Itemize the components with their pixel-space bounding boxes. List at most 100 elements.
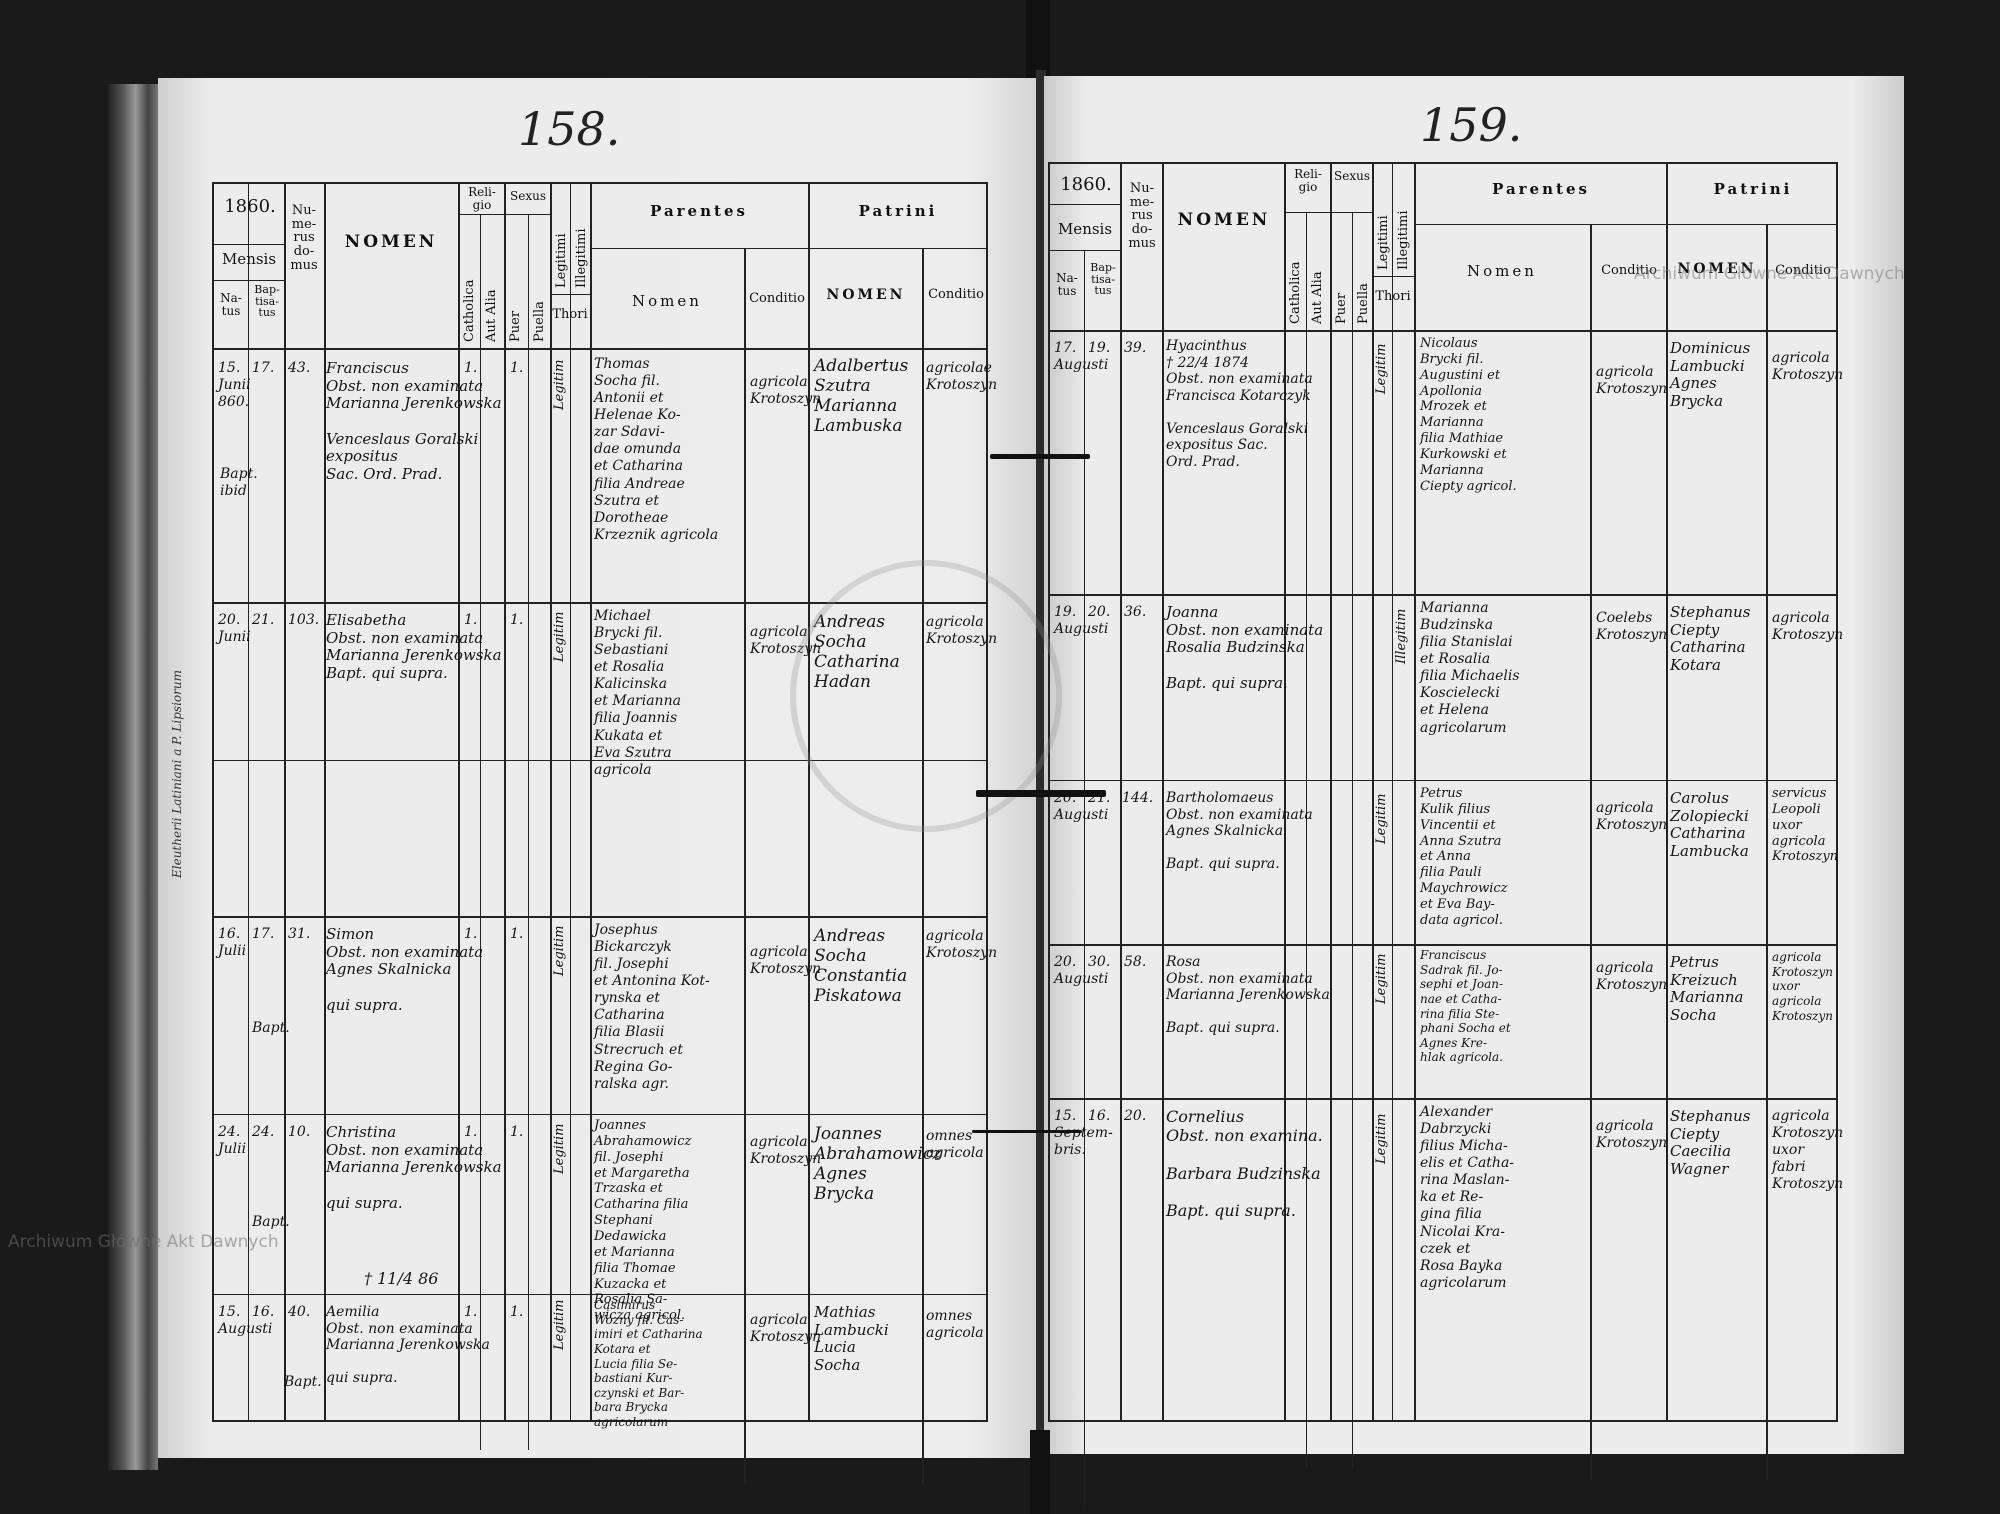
entry-natus: 15. Septem- bris. <box>1054 1108 1113 1159</box>
entry-illegitimi: Illegitim <box>1394 608 1409 664</box>
entry-numerus: 103. <box>288 612 320 628</box>
patrini-header: Patrini <box>1713 180 1793 198</box>
entry-puer: 1. <box>510 612 524 628</box>
entry-nomen: Rosa Obst. non examinata Marianna Jerenk… <box>1166 954 1330 1037</box>
entry-parentes: Josephus Bickarczyk fil. Josephi et Anto… <box>594 922 710 1092</box>
entry-numerus: 36. <box>1124 604 1147 620</box>
register-table: 1860. Mensis Na- tus Bap- tisa- tus Nu- … <box>1048 162 1843 1506</box>
entry-catholica: 1. <box>464 926 478 942</box>
entry-natus: 16. Julii <box>218 926 247 960</box>
entry-patrini-conditio: agricola Krotoszyn <box>1772 350 1844 384</box>
pen-stroke <box>976 790 1106 797</box>
gutter-clip-top <box>1026 0 1050 80</box>
entry-numerus: 31. <box>288 926 311 942</box>
entry-baptisatus: 20. <box>1088 604 1111 620</box>
nomen-header: NOMEN <box>1177 210 1271 230</box>
entry-patrini-conditio: agricola Krotoszyn uxor fabri Krotoszyn <box>1772 1108 1844 1193</box>
catholica-header: Catholica <box>1288 261 1303 324</box>
entry-bapt-note: Bapt. <box>284 1374 322 1390</box>
thori-header: Thori <box>552 307 588 322</box>
sexus-header: Sexus <box>1334 169 1370 183</box>
puer-header: Puer <box>1334 292 1349 324</box>
entry-patrini-conditio: agricola Krotoszyn uxor agricola Krotosz… <box>1772 950 1833 1023</box>
entry-parentes: Marianna Budzinska filia Stanislai et Ro… <box>1420 600 1520 736</box>
pen-stroke <box>990 454 1090 459</box>
entry-legitimi: Legitim <box>552 925 567 976</box>
thori-header: Thori <box>1375 289 1411 304</box>
natus-header: Na- tus <box>220 291 242 318</box>
archive-watermark: Archiwum Główne Akt Dawnych <box>8 1232 279 1252</box>
archive-seal-watermark <box>790 560 1062 832</box>
entry-nomen: Elisabetha Obst. non examinata Marianna … <box>326 611 502 683</box>
entry-parentes-conditio: agricola Krotoszyn <box>750 1312 822 1346</box>
entry-parentes: Nicolaus Brycki fil. Augustini et Apollo… <box>1420 336 1517 494</box>
page-number: 159. <box>1420 98 1523 152</box>
entry-patrini: Stephanus Ciepty Caecilia Wagner <box>1670 1107 1751 1179</box>
page-number: 158. <box>518 102 621 156</box>
entry-nomen: Simon Obst. non examinata Agnes Skalnick… <box>326 925 484 1014</box>
parentes-header: Parentes <box>650 202 748 220</box>
parentes-nomen-header: Nomen <box>1467 262 1537 280</box>
entry-nomen: Christina Obst. non examinata Marianna J… <box>326 1123 502 1212</box>
entry-patrini: Stephanus Ciepty Catharina Kotara <box>1670 603 1751 675</box>
aut-alia-header: Aut Alia <box>484 289 499 342</box>
entry-patrini: Mathias Lambucki Lucia Socha <box>814 1303 889 1375</box>
entry-bapt-note: Bapt. <box>252 1020 290 1036</box>
entry-parentes-conditio: agricola Krotoszyn <box>750 944 822 978</box>
parentes-conditio-header: Conditio <box>749 291 805 306</box>
entry-legitimi: Legitim <box>552 1299 567 1350</box>
entry-baptisatus: 21. <box>252 612 275 628</box>
patrini-nomen-header: NOMEN <box>1677 261 1757 277</box>
entry-catholica: 1. <box>464 1124 478 1140</box>
death-note: † 11/4 86 <box>364 1269 439 1288</box>
mensis-header: Mensis <box>221 250 277 268</box>
entry-legitimi: Legitim <box>552 359 567 410</box>
entry-parentes: Joannes Abrahamowicz fil. Josephi et Mar… <box>594 1118 692 1324</box>
catholica-header: Catholica <box>462 279 477 342</box>
entry-baptisatus: 24. <box>252 1124 275 1140</box>
patrini-conditio-header: Conditio <box>1775 263 1831 278</box>
entry-legitimi: Legitim <box>1374 793 1389 844</box>
entry-parentes-conditio: agricola Krotoszyn <box>1596 960 1668 994</box>
entry-baptisatus: 16. <box>252 1304 275 1320</box>
entry-catholica: 1. <box>464 612 478 628</box>
entry-parentes: Michael Brycki fil. Sebastiani et Rosali… <box>594 608 681 778</box>
entry-patrini-conditio: agricolae Krotoszyn <box>926 360 998 394</box>
entry-baptisatus: 19. <box>1088 340 1111 356</box>
baptisatus-header: Bap- tisa- tus <box>254 283 280 320</box>
entry-bapt-note: Bapt. <box>252 1214 290 1230</box>
entry-natus: 20. Augusti <box>1054 954 1109 988</box>
book-gutter <box>1036 70 1046 1470</box>
entry-numerus: 10. <box>288 1124 311 1140</box>
book-edge-left <box>108 84 158 1470</box>
entry-numerus: 20. <box>1124 1108 1147 1124</box>
entry-puer: 1. <box>510 360 524 376</box>
entry-numerus: 43. <box>288 360 311 376</box>
legitimi-header: Legitimi <box>1376 215 1391 270</box>
entry-legitimi: Legitim <box>552 611 567 662</box>
entry-nomen: Bartholomaeus Obst. non examinata Agnes … <box>1166 790 1313 873</box>
illegitimi-header: Illegitimi <box>574 228 589 289</box>
entry-patrini: Carolus Zolopiecki Catharina Lambucka <box>1670 789 1749 861</box>
patrini-nomen-header: NOMEN <box>826 287 906 303</box>
entry-puer: 1. <box>510 926 524 942</box>
puer-header: Puer <box>508 310 523 342</box>
aut-alia-header: Aut Alia <box>1310 271 1325 324</box>
parentes-nomen-header: Nomen <box>632 292 702 310</box>
entry-parentes: Casimirus Wozny fil. Cas- imiri et Catha… <box>594 1298 703 1429</box>
entry-numerus: 58. <box>1124 954 1147 970</box>
entry-legitimi: Legitim <box>1374 953 1389 1004</box>
entry-parentes: Franciscus Sadrak fil. Jo- sephi et Joan… <box>1420 948 1511 1065</box>
entry-natus: 24. Julii <box>218 1124 247 1158</box>
entry-natus: 19. Augusti <box>1054 604 1109 638</box>
entry-parentes: Petrus Kulik filius Vincentii et Anna Sz… <box>1420 786 1508 928</box>
entry-nomen: Joanna Obst. non examinata Rosalia Budzi… <box>1166 603 1324 692</box>
numerus-header: Nu- me- rus do- mus <box>290 203 318 273</box>
entry-nomen: Franciscus Obst. non examinata Marianna … <box>326 359 502 484</box>
entry-patrini-conditio: agricola Krotoszyn <box>1772 610 1844 644</box>
nomen-header: NOMEN <box>344 232 438 252</box>
illegitimi-header: Illegitimi <box>1396 210 1411 271</box>
entry-natus: 20. Junii <box>218 612 251 646</box>
entry-parentes: Alexander Dabrzycki filius Micha- elis e… <box>1420 1104 1515 1291</box>
